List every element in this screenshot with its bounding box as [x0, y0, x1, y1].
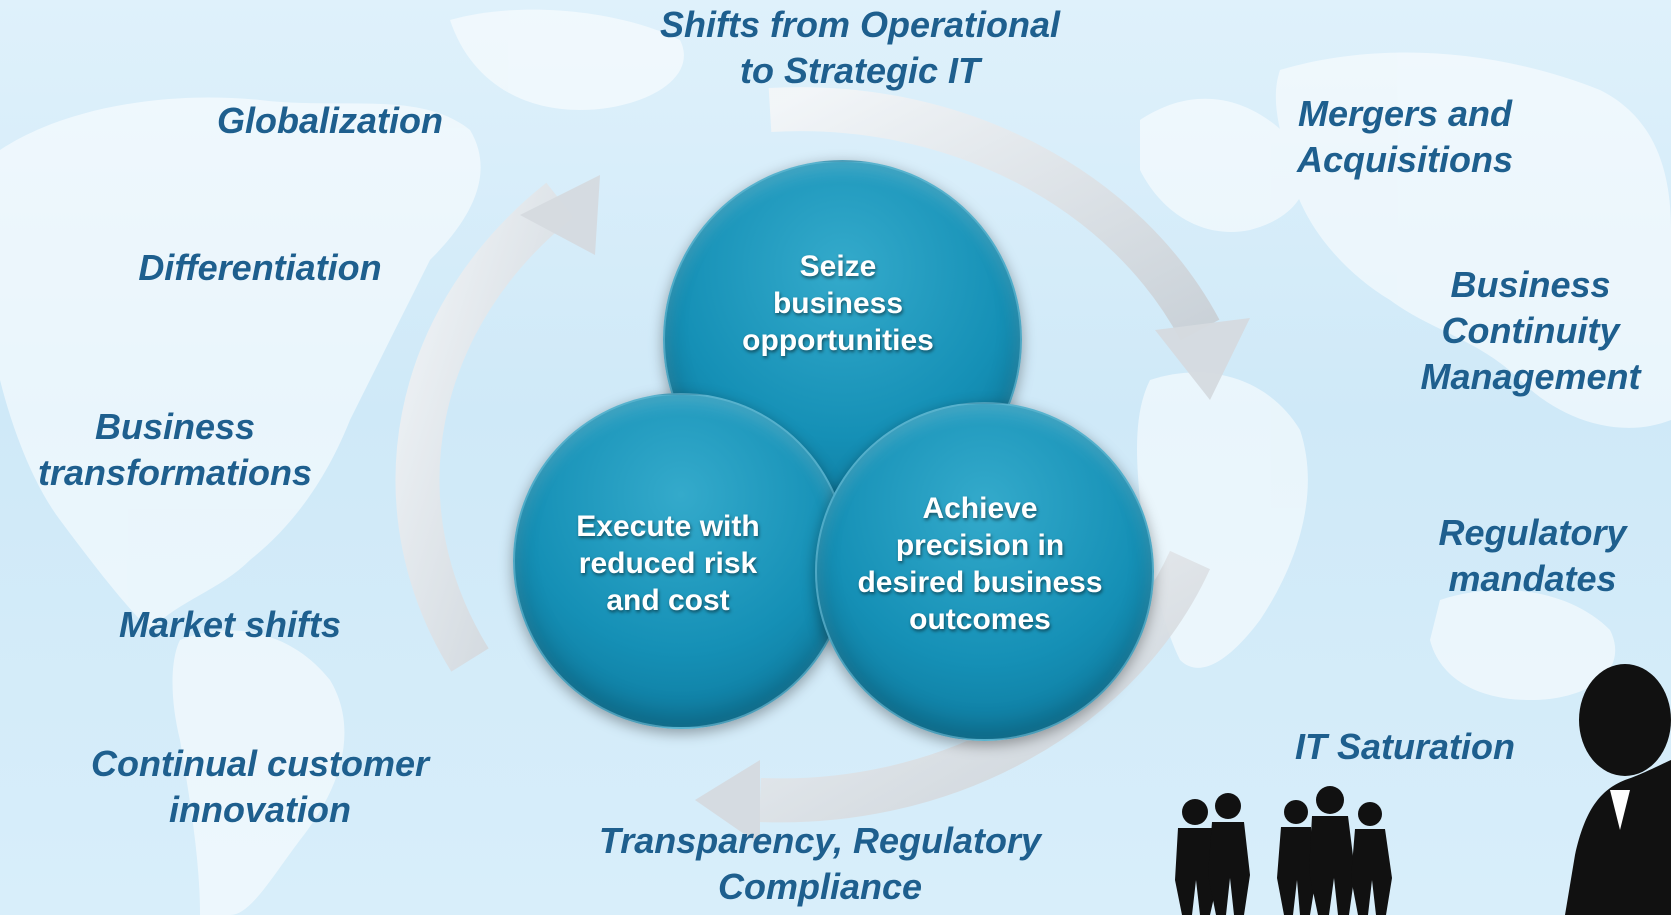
arrow-left — [395, 182, 574, 672]
continent-south-america — [172, 630, 345, 915]
circle-right-label: Achieve precision in desired business ou… — [857, 492, 1103, 636]
continent-asia — [1275, 52, 1671, 428]
person-silhouette-1 — [1175, 799, 1218, 915]
driver-business-transformations: Business transformations — [37, 406, 313, 493]
driver-bottom-center: Transparency, Regulatory Compliance — [598, 820, 1042, 907]
driver-continual-innovation: Continual customer innovation — [90, 743, 430, 830]
driver-market-shifts: Market shifts — [118, 604, 342, 645]
person-silhouette-5 — [1351, 802, 1392, 915]
person-silhouette-4 — [1309, 786, 1355, 915]
continent-greenland — [450, 9, 684, 110]
driver-globalization: Globalization — [216, 100, 443, 141]
arrowhead-top-right — [1155, 318, 1250, 400]
shirt-collar — [1610, 790, 1630, 830]
continent-europe — [1140, 98, 1307, 232]
driver-mergers: Mergers and Acquisitions — [1296, 93, 1514, 180]
arrowhead-bottom — [695, 760, 760, 845]
continent-australia — [1430, 590, 1616, 700]
driver-differentiation: Differentiation — [138, 247, 382, 288]
continent-north-america — [0, 97, 481, 630]
arrow-top-right — [768, 87, 1220, 341]
circle-right — [815, 402, 1154, 741]
person-silhouette-large — [1565, 664, 1671, 915]
circular-arrows-icon — [395, 87, 1220, 823]
driver-bcm: Business Continuity Management — [1420, 264, 1641, 397]
person-silhouette-3 — [1277, 800, 1316, 915]
circle-left-label: Execute with reduced risk and cost — [576, 510, 760, 617]
driver-top-center: Shifts from Operational to Strategic IT — [659, 4, 1061, 91]
circle-top-label: Seize business opportunities — [742, 250, 934, 357]
arrowhead-left — [520, 175, 600, 255]
person-silhouette-2 — [1208, 793, 1250, 915]
arrow-bottom-right — [759, 550, 1211, 823]
driver-it-saturation: IT Saturation — [1294, 726, 1515, 767]
driver-regulatory-mandates: Regulatory mandates — [1438, 512, 1627, 599]
